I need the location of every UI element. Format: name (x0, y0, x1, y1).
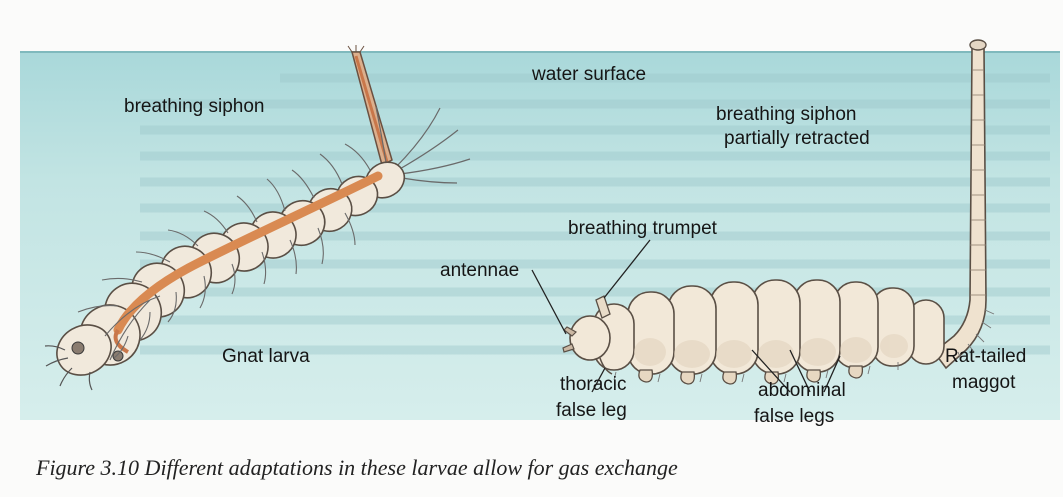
label-gnat-larva: Gnat larva (222, 346, 310, 368)
label-breathing-trumpet: breathing trumpet (568, 218, 717, 240)
label-abdominal-line2: false legs (754, 406, 834, 428)
label-rat-tailed-line2: maggot (952, 372, 1015, 394)
gnat-eye (113, 351, 123, 361)
figure-caption: Figure 3.10 Different adaptations in the… (36, 455, 678, 481)
label-antennae: antennae (440, 260, 519, 282)
label-gnat-breathing-siphon: breathing siphon (124, 96, 265, 118)
label-rat-siphon-line1: breathing siphon (716, 104, 857, 126)
label-rat-tailed-line1: Rat-tailed (945, 346, 1026, 368)
gnat-eye (72, 342, 84, 354)
label-abdominal-line1: abdominal (758, 380, 846, 402)
label-thoracic-line1: thoracic (560, 374, 627, 396)
label-rat-siphon-line2: partially retracted (724, 128, 870, 150)
label-thoracic-line2: false leg (556, 400, 627, 422)
label-water-surface: water surface (532, 64, 646, 86)
